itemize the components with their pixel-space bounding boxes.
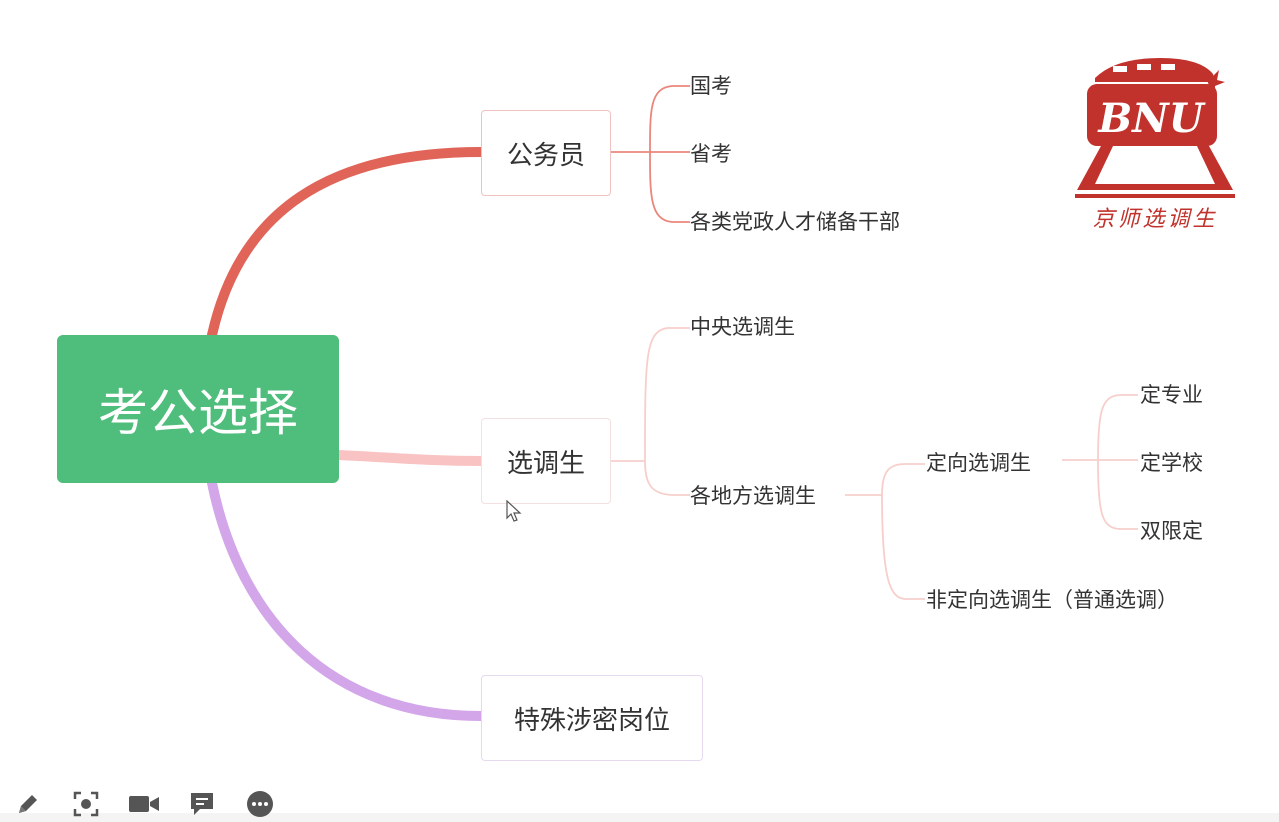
branch-line-special-posts bbox=[207, 478, 486, 721]
svg-text:BNU: BNU bbox=[1097, 95, 1205, 142]
svg-text:京师选调生: 京师选调生 bbox=[1092, 207, 1217, 232]
pencil-icon[interactable] bbox=[8, 786, 48, 822]
presentation-toolbar bbox=[8, 786, 298, 822]
leaf-fixed-major[interactable]: 定专业 bbox=[1140, 383, 1203, 407]
branch-line-civil-servant bbox=[207, 147, 486, 340]
bnu-logo: BNU 京师选调生 bbox=[1065, 50, 1245, 235]
leaf-local-xuandiao[interactable]: 各地方选调生 bbox=[690, 484, 816, 508]
bottom-strip bbox=[0, 813, 1279, 822]
xuandiao-bracket bbox=[611, 327, 690, 496]
branch-line-xuandiao bbox=[334, 450, 486, 466]
bnu-emblem-icon: BNU 京师选调生 bbox=[1075, 58, 1235, 232]
screenshot-icon[interactable] bbox=[66, 786, 106, 822]
leaf-directed-xuandiao[interactable]: 定向选调生 bbox=[926, 451, 1031, 475]
leaf-reserve-cadres[interactable]: 各类党政人才储备干部 bbox=[690, 210, 900, 234]
directed-xuandiao-bracket bbox=[1062, 394, 1138, 530]
leaf-non-directed-xuandiao[interactable]: 非定向选调生（普通选调） bbox=[926, 588, 1178, 612]
leaf-fixed-school[interactable]: 定学校 bbox=[1140, 451, 1203, 475]
root-node[interactable]: 考公选择 bbox=[57, 335, 339, 483]
more-icon[interactable] bbox=[240, 786, 280, 822]
comment-icon[interactable] bbox=[182, 786, 222, 822]
video-camera-icon[interactable] bbox=[124, 786, 164, 822]
node-special-posts[interactable]: 特殊涉密岗位 bbox=[481, 675, 703, 761]
mouse-cursor-icon bbox=[506, 500, 522, 522]
leaf-central-xuandiao[interactable]: 中央选调生 bbox=[690, 315, 795, 339]
leaf-double-restriction[interactable]: 双限定 bbox=[1140, 519, 1203, 543]
leaf-provincial-exam[interactable]: 省考 bbox=[690, 142, 732, 166]
local-xuandiao-bracket bbox=[845, 463, 925, 600]
civil-servant-bracket bbox=[611, 85, 690, 223]
node-xuandiao[interactable]: 选调生 bbox=[481, 418, 611, 504]
node-civil-servant[interactable]: 公务员 bbox=[481, 110, 611, 196]
leaf-national-exam[interactable]: 国考 bbox=[690, 74, 732, 98]
